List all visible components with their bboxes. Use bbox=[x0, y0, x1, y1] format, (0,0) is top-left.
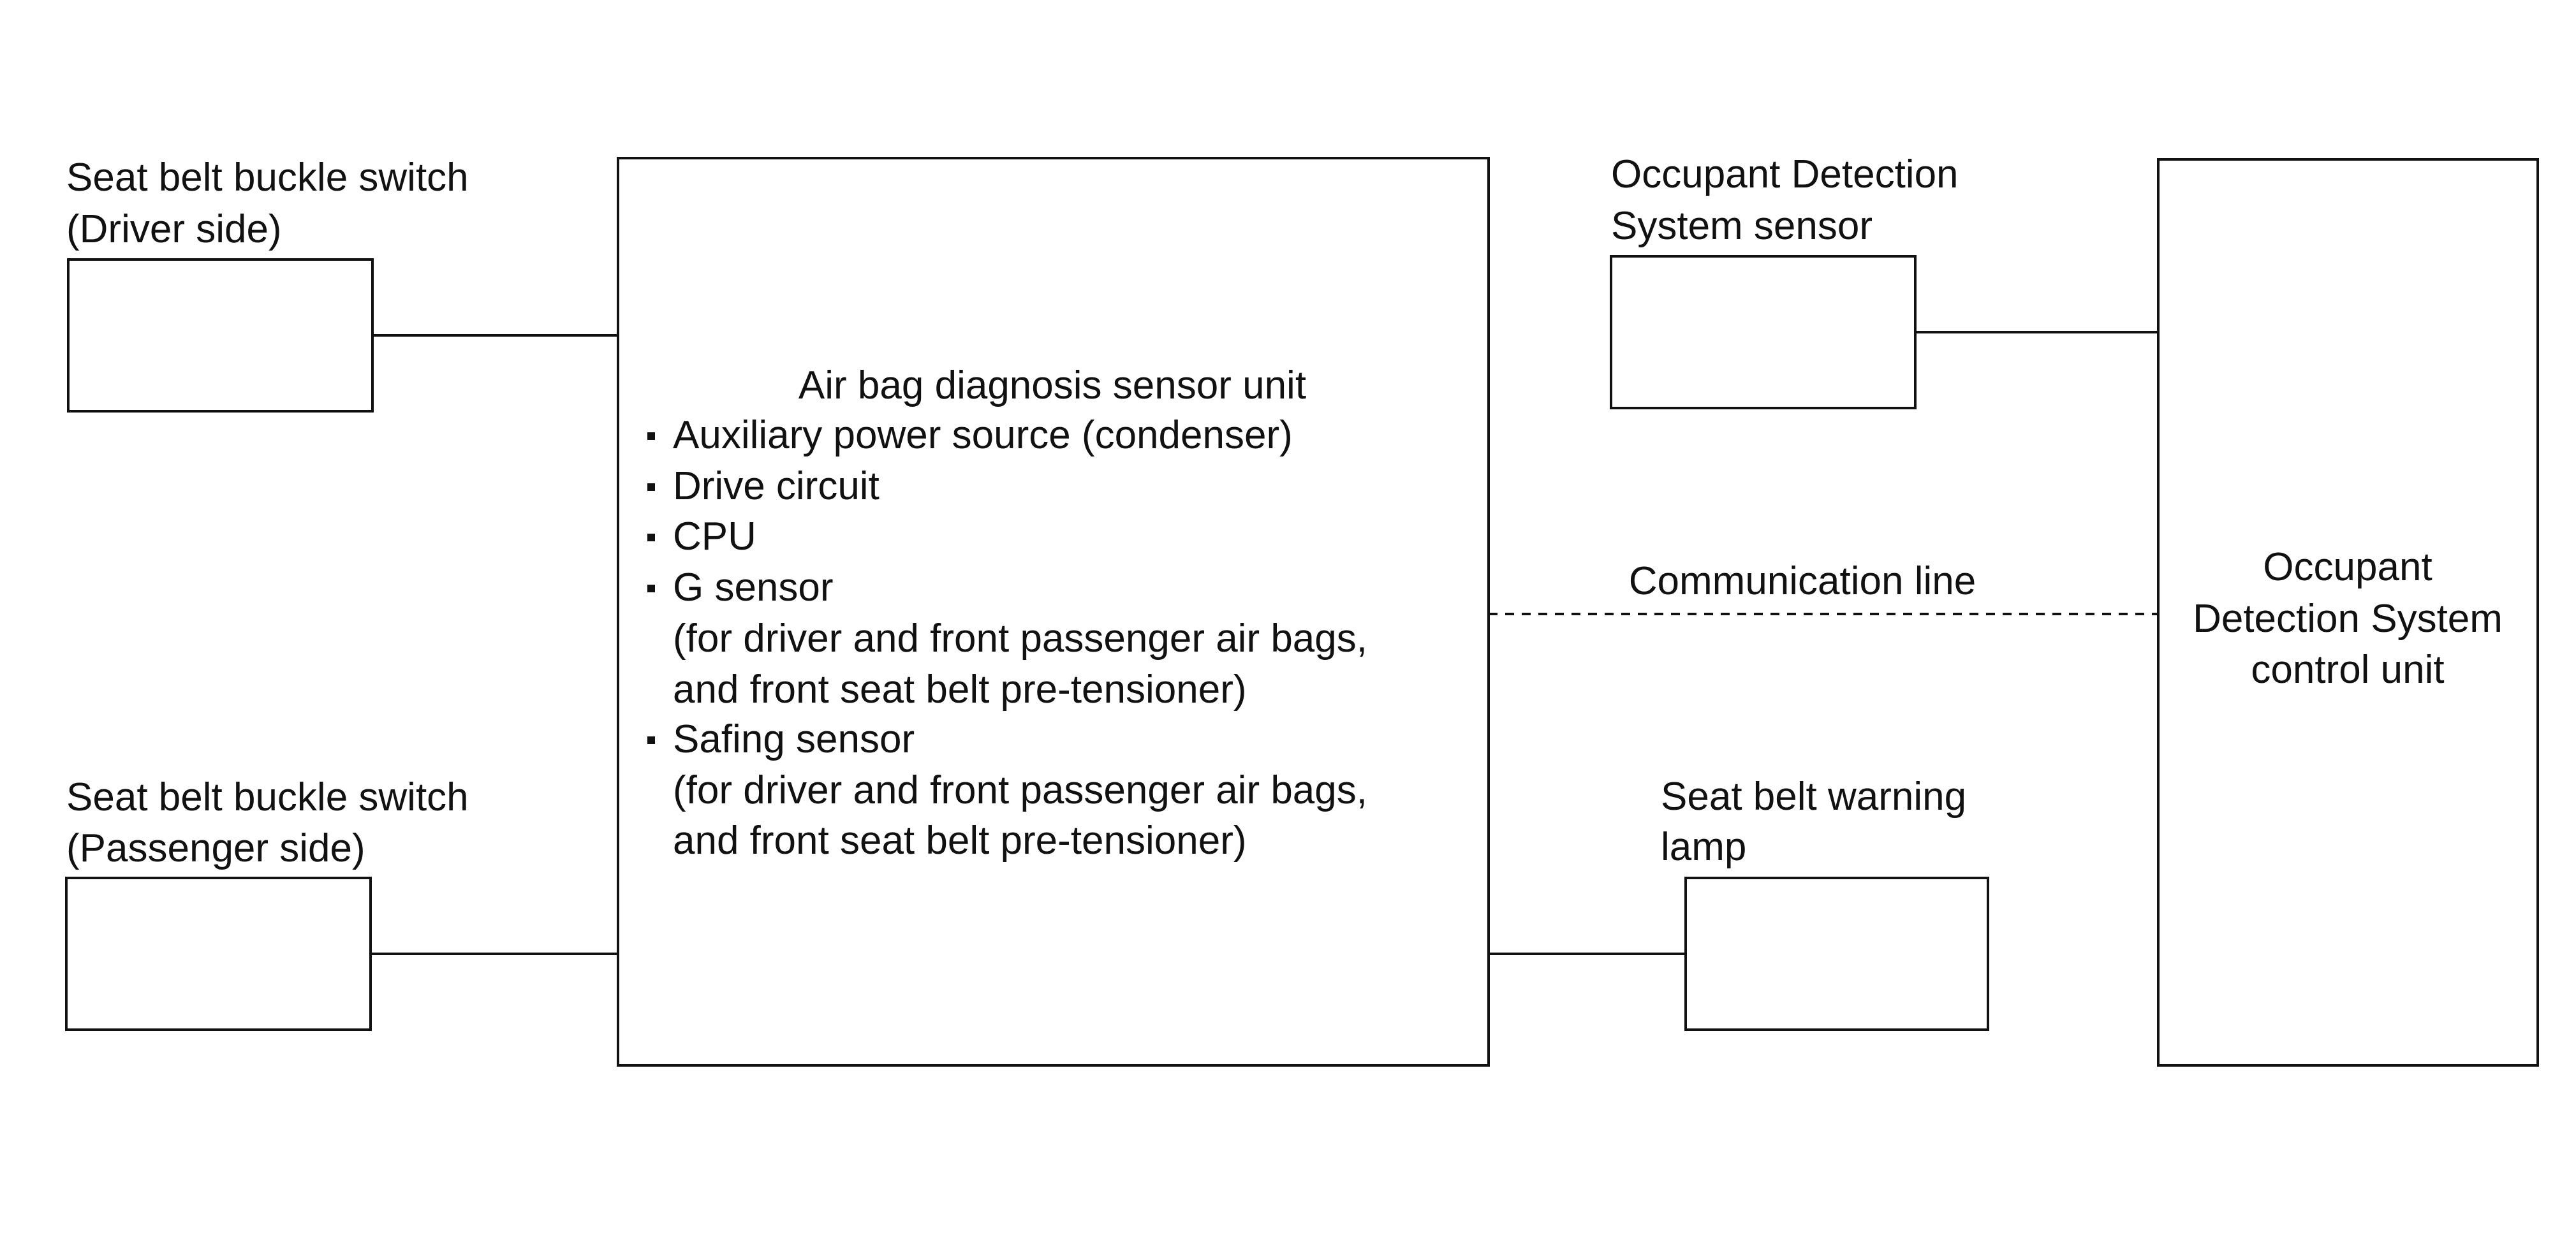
passenger-switch-label-line1: Seat belt buckle switch bbox=[66, 775, 469, 819]
warning-lamp-label-line2: lamp bbox=[1661, 825, 1746, 869]
bullet-aux-power bbox=[647, 432, 655, 440]
communication-line-label: Communication line bbox=[1629, 559, 1976, 603]
item-g-sensor: G sensor bbox=[673, 566, 834, 610]
ods-control-unit-box bbox=[2157, 158, 2539, 1067]
driver-switch-label-line1: Seat belt buckle switch bbox=[66, 156, 469, 200]
bullet-safing-sensor bbox=[647, 736, 655, 744]
item-safing-sensor: Safing sensor bbox=[673, 717, 915, 761]
driver-switch-box bbox=[67, 258, 374, 413]
sensor-unit-title: Air bag diagnosis sensor unit bbox=[799, 363, 1306, 407]
item-g-sensor-note1: (for driver and front passenger air bags… bbox=[673, 617, 1367, 661]
warning-lamp-label-line1: Seat belt warning bbox=[1661, 775, 1966, 819]
item-aux-power: Auxiliary power source (condenser) bbox=[673, 413, 1293, 457]
ods-control-unit-line1: Occupant bbox=[2263, 545, 2432, 589]
ods-sensor-label-line1: Occupant Detection bbox=[1611, 152, 1959, 196]
sensor-unit-box bbox=[617, 157, 1490, 1067]
bullet-cpu bbox=[647, 534, 655, 541]
warning-lamp-box bbox=[1684, 877, 1989, 1031]
item-safing-note2: and front seat belt pre-tensioner) bbox=[673, 819, 1247, 863]
item-g-sensor-note2: and front seat belt pre-tensioner) bbox=[673, 668, 1247, 712]
item-cpu: CPU bbox=[673, 515, 756, 559]
ods-control-unit-line3: control unit bbox=[2251, 648, 2444, 692]
bullet-g-sensor bbox=[647, 585, 655, 592]
bullet-drive-circuit bbox=[647, 483, 655, 491]
ods-control-unit-line2: Detection System bbox=[2193, 597, 2503, 641]
passenger-switch-label-line2: (Passenger side) bbox=[66, 826, 365, 870]
driver-switch-label-line2: (Driver side) bbox=[66, 207, 282, 251]
passenger-switch-box bbox=[65, 877, 372, 1031]
item-safing-note1: (for driver and front passenger air bags… bbox=[673, 768, 1367, 812]
item-drive-circuit: Drive circuit bbox=[673, 464, 880, 508]
ods-sensor-box bbox=[1610, 255, 1917, 409]
ods-sensor-label-line2: System sensor bbox=[1611, 204, 1873, 248]
